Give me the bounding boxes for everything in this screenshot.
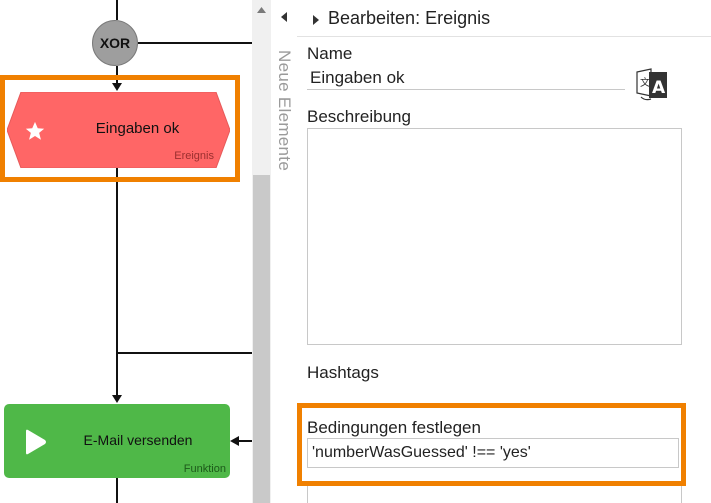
event-selection-highlight xyxy=(0,75,240,182)
connector-bottom xyxy=(116,478,118,503)
new-elements-palette[interactable]: Neue Elemente xyxy=(271,0,298,503)
connector-merge xyxy=(116,352,252,354)
next-field-box xyxy=(307,486,682,503)
caret-right-icon[interactable] xyxy=(313,12,319,30)
xor-gateway-label: XOR xyxy=(99,35,131,51)
svg-text:A: A xyxy=(652,78,666,98)
name-label: Name xyxy=(307,44,353,63)
panel-header[interactable]: Bearbeiten: Ereignis xyxy=(297,0,711,37)
panel-title: Bearbeiten: Ereignis xyxy=(328,8,491,28)
canvas-scrollbar[interactable] xyxy=(252,0,271,503)
translate-icon[interactable]: 文 A xyxy=(635,66,669,102)
scroll-up-arrow-icon[interactable] xyxy=(252,0,271,20)
event-node[interactable] xyxy=(7,92,230,168)
conditions-highlight xyxy=(297,403,686,486)
palette-label[interactable]: Neue Elemente xyxy=(275,50,294,172)
xor-gateway[interactable]: XOR xyxy=(92,20,138,66)
hashtags-label: Hashtags xyxy=(307,363,379,382)
scrollbar-thumb[interactable] xyxy=(253,175,270,503)
arrow-head-down xyxy=(112,395,122,403)
chevron-left-icon[interactable] xyxy=(271,6,297,28)
arrow-head-left xyxy=(230,436,239,446)
play-icon xyxy=(22,428,48,456)
event-node-label: Eingaben ok xyxy=(95,120,180,137)
process-canvas[interactable]: XOR Eingaben ok Ereignis E-Mail versende… xyxy=(0,0,252,503)
description-label: Beschreibung xyxy=(307,107,411,126)
conditions-input[interactable] xyxy=(307,438,679,468)
connector-right-function xyxy=(238,440,252,442)
function-node-label: E-Mail versenden xyxy=(83,432,193,448)
properties-panel: Bearbeiten: Ereignis Name 文 A Beschreibu… xyxy=(297,0,711,503)
arrow-head-down xyxy=(112,83,122,91)
connector-event-function xyxy=(116,168,118,396)
function-node-type: Funktion xyxy=(183,463,226,475)
star-icon xyxy=(24,120,46,142)
connector-top xyxy=(116,0,118,20)
conditions-label: Bedingungen festlegen xyxy=(307,418,481,437)
event-node-type: Ereignis xyxy=(174,150,214,162)
connector-xor-right xyxy=(138,42,252,44)
description-textarea[interactable] xyxy=(307,128,682,345)
name-input[interactable] xyxy=(307,66,625,90)
svg-text:文: 文 xyxy=(640,76,650,89)
